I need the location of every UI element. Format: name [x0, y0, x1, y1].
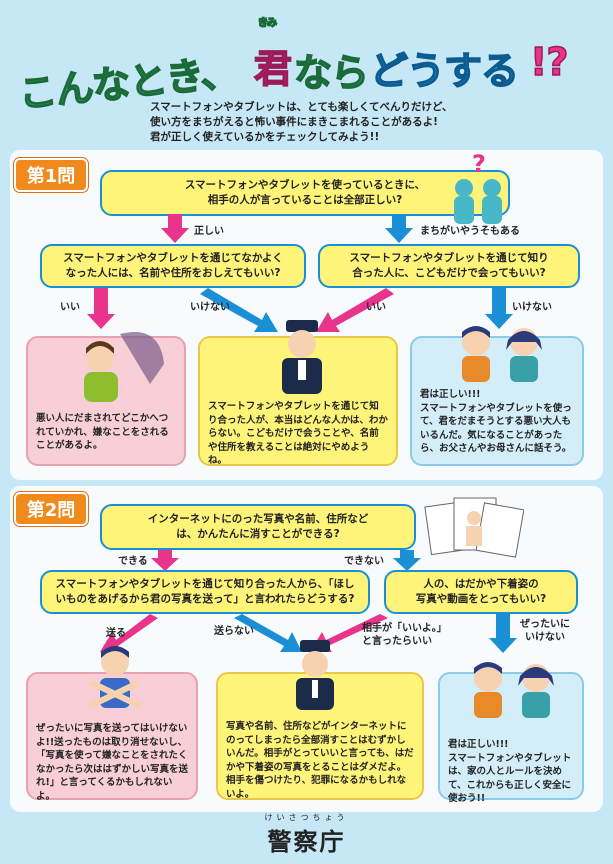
- title-part2-ruby: きみ: [257, 17, 278, 30]
- police-officer-icon: [282, 320, 322, 394]
- q1-label-ii-1: いい: [60, 302, 80, 313]
- q2-left-line: いものをあげるから君の写真を送って」と言われたらどうする?: [55, 593, 355, 605]
- q1-label-ikenai-1: いけない: [190, 302, 230, 313]
- scared-boy-icon: [84, 332, 164, 402]
- photos-icon: [424, 497, 524, 558]
- svg-text:?: ?: [472, 150, 486, 178]
- question1-line: 相手の人が言っていることは全部正しい?: [207, 194, 403, 206]
- q1-branch-left-label: 正しい: [194, 226, 224, 237]
- pink-arrow-diagonal: [100, 614, 158, 652]
- pink-arrow-down: [161, 214, 189, 243]
- q2-answer-blue: 君は正しい!!! スマートフォンやタブレットは、家の人とルールを決めて、これから…: [438, 672, 584, 804]
- agency-ruby: けいさつちょう: [264, 813, 349, 822]
- q1-right-line: スマートフォンやタブレットを通じて知り: [349, 252, 549, 264]
- q2-branch-left-label: できる: [118, 556, 148, 567]
- blue-arrow-down: [385, 214, 413, 243]
- q2-right-line: 写真や動画をとってもいい?: [415, 593, 547, 605]
- title-part3: なら: [293, 50, 370, 96]
- intro-line: スマートフォンやタブレットは、とても楽しくてべんりだけど、: [150, 101, 453, 113]
- agency-name: 警察庁: [267, 828, 346, 856]
- q2-label-nosend: 送らない: [214, 626, 254, 637]
- q2-answer-yellow: 写真や名前、住所などがインターネットにのってしまったら全部消すことはむずかしいん…: [216, 672, 424, 800]
- q1-right-question: スマートフォンやタブレットを通じて知り 合った人に、こどもだけで会ってもいい?: [318, 244, 580, 288]
- blue-arrow-down: [485, 288, 513, 329]
- title-part5: !?: [529, 39, 569, 85]
- q1-left-line: なった人には、名前や住所をおしえてもいい?: [65, 267, 281, 279]
- pink-arrow-diagonal: [316, 288, 394, 332]
- thinking-people-icon: ?: [454, 150, 502, 224]
- question2-badge: 第2問: [14, 492, 88, 526]
- happy-children-icon: [462, 326, 542, 382]
- q1-right-line: 合った人に、こどもだけで会ってもいい?: [352, 267, 546, 279]
- pink-arrow-down: [151, 550, 179, 571]
- intro-text: スマートフォンやタブレットは、とても楽しくてべんりだけど、 使い方をまちがえると…: [150, 100, 570, 145]
- question1-badge: 第1問: [14, 158, 88, 192]
- q1-label-ii-2: いい: [366, 302, 386, 313]
- policewoman-icon: [296, 640, 334, 710]
- q2-right-line: 人の、はだかや下着姿の: [423, 578, 539, 590]
- q2-left-line: スマートフォンやタブレットを通じて知り合った人から、「ほし: [55, 578, 355, 590]
- q2-right-question: 人の、はだかや下着姿の 写真や動画をとってもいい?: [384, 570, 578, 614]
- intro-line: 君が正しく使えているかをチェックしてみよう!!: [150, 131, 380, 143]
- poster-title: こんなとき、 君 きみ なら どうする !?: [16, 17, 598, 117]
- q1-left-question: スマートフォンやタブレットを通じてなかよく なった人には、名前や住所をおしえても…: [40, 244, 306, 288]
- question1-main: スマートフォンやタブレットを使っているときに、 相手の人が言っていることは全部正…: [100, 170, 510, 216]
- blue-arrow-down: [489, 614, 517, 653]
- title-part2: 君: [253, 46, 293, 92]
- q1-branch-right-label: まちがいやうそもある: [420, 226, 520, 237]
- question2-line: は、かんたんに消すことができる?: [176, 528, 340, 540]
- q2-branch-right-label: できない: [344, 556, 384, 567]
- q1-label-ikenai-2: いけない: [512, 302, 552, 313]
- q2-label-zettai: ぜったいに いけない: [520, 619, 570, 643]
- blue-arrow-down: [393, 550, 421, 571]
- question1-line: スマートフォンやタブレットを使っているときに、: [184, 179, 426, 191]
- crossed-arms-boy-icon: [88, 646, 142, 709]
- blue-arrow-diagonal: [200, 288, 278, 332]
- question2-main: インターネットにのった写真や名前、住所など は、かんたんに消すことができる?: [100, 504, 416, 550]
- intro-line: 使い方をまちがえると怖い事件にまきこまれることがあるよ!: [150, 116, 438, 128]
- pink-arrow-down: [87, 288, 115, 329]
- q2-label-send: 送る: [106, 628, 126, 639]
- title-part4: どうする: [369, 48, 520, 94]
- q1-answer-blue: 君は正しい!!! スマートフォンやタブレットを使って、君をだまそうとする悪い大人…: [410, 336, 584, 466]
- q2-left-question: スマートフォンやタブレットを通じて知り合った人から、「ほし いものをあげるから君…: [40, 570, 370, 614]
- q1-left-line: スマートフォンやタブレットを通じてなかよく: [63, 252, 283, 264]
- blue-arrow-diagonal: [234, 614, 302, 652]
- q2-label-iiyo: 相手が「いいよ。」 と言ったらいい: [362, 623, 447, 647]
- question2-line: インターネットにのった写真や名前、住所など: [147, 513, 369, 525]
- happy-children-icon: [474, 662, 554, 718]
